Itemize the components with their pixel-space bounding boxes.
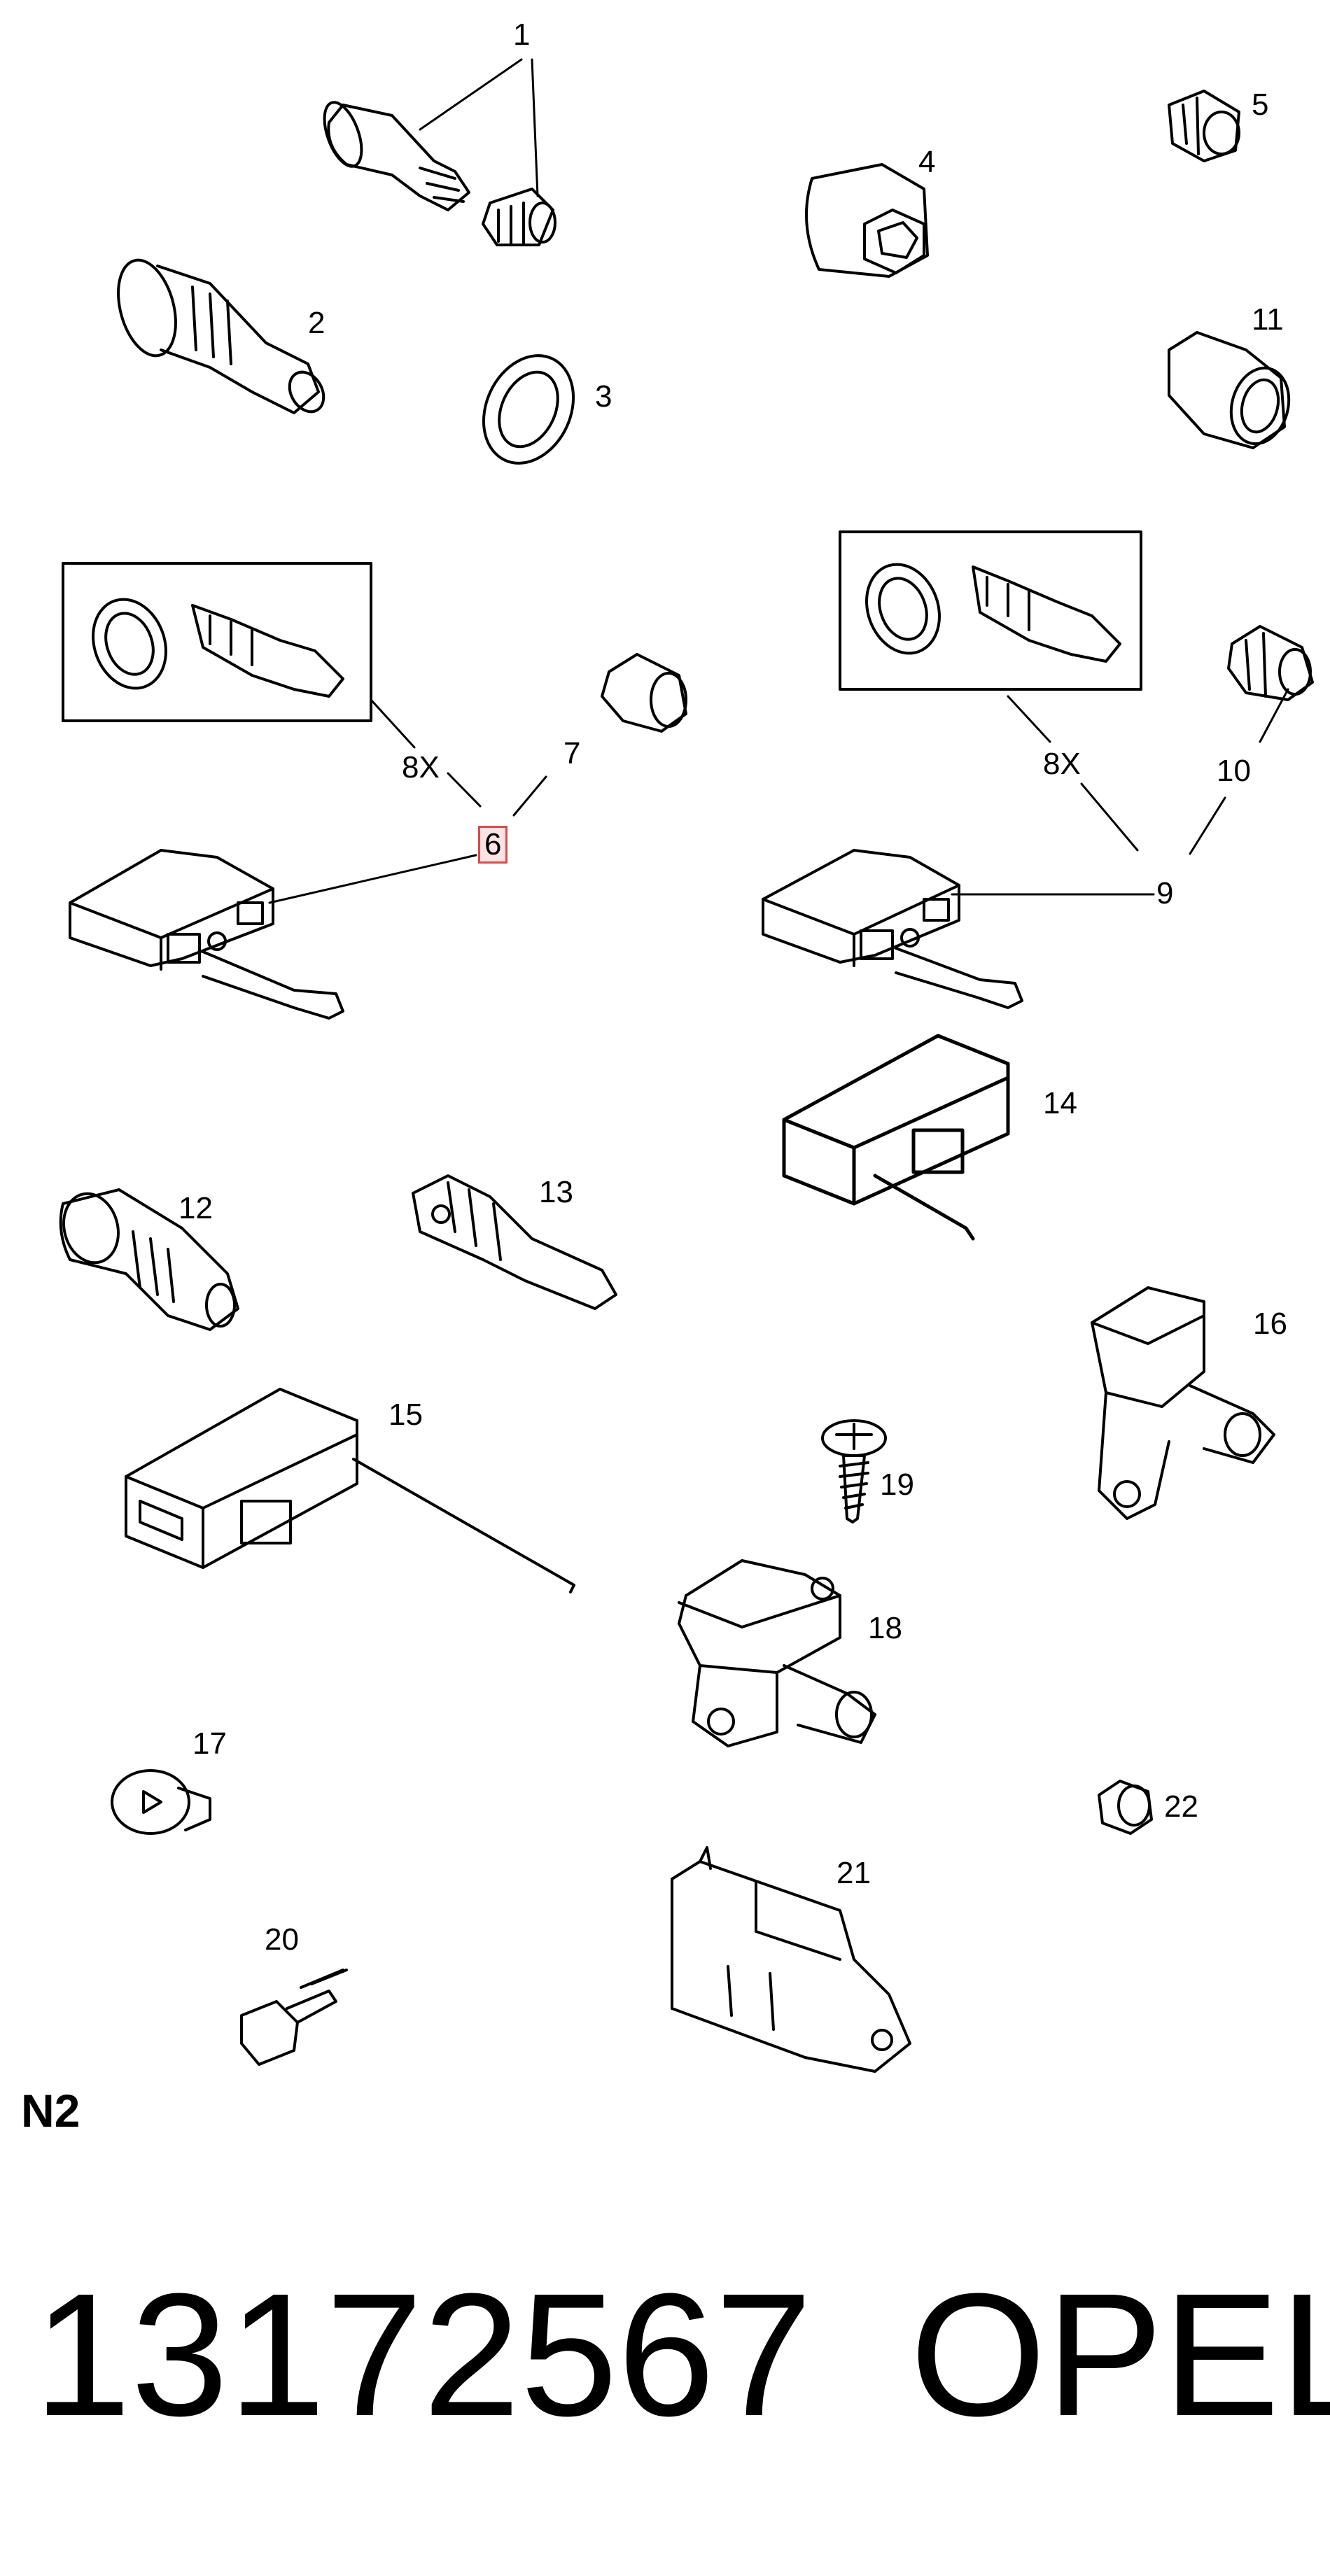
valve-stem-part-2: [117, 258, 326, 414]
footer-brand: OPEL: [910, 2257, 1330, 2452]
callout-11: 11: [1252, 302, 1284, 337]
section-code: N2: [21, 2085, 80, 2137]
callout-21: 21: [836, 1856, 871, 1890]
cap-part-5: [1168, 90, 1240, 162]
bracket-part-21: [671, 1846, 911, 2073]
callout-1: 1: [513, 17, 531, 52]
valve-tool-part-13: [412, 1174, 617, 1310]
callout-10: 10: [1217, 754, 1251, 788]
callout-9: 9: [1156, 876, 1174, 910]
sensor-part-18: [678, 1559, 876, 1747]
nut-sleeve-part-4: [805, 163, 929, 278]
sleeve-part-11: [1168, 331, 1291, 449]
screw-part-19: [821, 1419, 887, 1523]
bolt-part-20: [240, 1969, 348, 2066]
callout-22: 22: [1164, 1789, 1198, 1824]
callout-7: 7: [564, 736, 581, 770]
cap-part-7: [601, 653, 687, 733]
callout-14: 14: [1043, 1086, 1077, 1120]
kit-box-left: [62, 562, 372, 722]
callout-6: 6: [478, 826, 508, 864]
sensor-part-16: [1091, 1286, 1275, 1520]
cylinder-part-12: [59, 1188, 239, 1331]
callout-13: 13: [539, 1175, 573, 1209]
callout-4: 4: [918, 145, 936, 179]
tpms-sensor-part-9: [762, 849, 1023, 1009]
washer-part-3: [482, 354, 575, 465]
footer-part-number: 13172567: [34, 2257, 813, 2452]
callout-17: 17: [192, 1726, 227, 1761]
grommet-part-22: [1098, 1780, 1153, 1835]
callout-5: 5: [1252, 87, 1269, 122]
callout-15: 15: [388, 1398, 423, 1432]
callout-2: 2: [308, 306, 326, 340]
callout-20: 20: [265, 1922, 299, 1957]
module-part-14: [782, 1034, 1010, 1241]
callout-3: 3: [595, 379, 612, 414]
callout-12: 12: [178, 1191, 213, 1225]
kit-box-right: [839, 530, 1142, 691]
callout-8x-right: 8X: [1043, 747, 1081, 781]
cap-part-10: [1227, 625, 1314, 701]
callout-16: 16: [1253, 1307, 1287, 1341]
tpms-sensor-part-6: [69, 849, 344, 1020]
callout-19: 19: [880, 1468, 914, 1502]
clip-part-17: [111, 1769, 211, 1835]
callout-18: 18: [868, 1611, 902, 1645]
valve-stem-part-1: [323, 101, 556, 246]
callout-8x-left: 8X: [402, 750, 440, 784]
module-part-15: [125, 1388, 575, 1593]
